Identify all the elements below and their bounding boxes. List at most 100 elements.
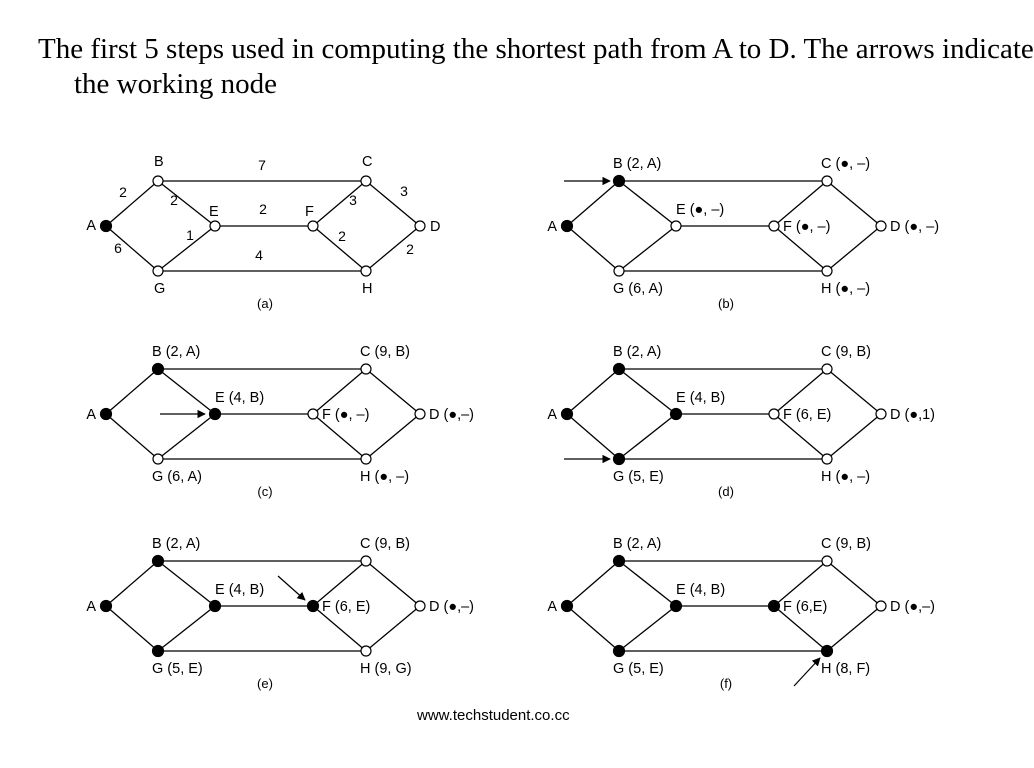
node-A: [560, 407, 574, 421]
panel-b: AB (2, A)C (●, –)D (●, –)E (●, –)F (●, –…: [547, 156, 939, 311]
panel-caption: (b): [718, 296, 734, 311]
node-label-G: G (5, E): [152, 661, 203, 677]
node-A: [560, 599, 574, 613]
node-label-C: C (9, B): [821, 536, 871, 552]
node-label-C: C: [362, 154, 372, 170]
working-node-arrow: [793, 657, 821, 687]
edge-weight-H-D: 2: [406, 241, 414, 257]
edge-G-E: [618, 413, 677, 460]
node-C: [821, 175, 833, 187]
node-F: [767, 599, 781, 613]
edge-weight-E-F: 2: [259, 201, 267, 217]
node-label-A: A: [86, 599, 96, 615]
panel-caption: (d): [718, 484, 734, 499]
node-label-D: D (●,–): [429, 599, 474, 615]
node-G: [152, 453, 164, 465]
node-label-H: H (8, F): [821, 661, 870, 677]
node-G: [612, 452, 626, 466]
edge-B-E: [157, 368, 216, 415]
node-B: [612, 554, 626, 568]
edge-C-D: [365, 560, 421, 607]
node-label-H: H (●, –): [821, 281, 870, 297]
edge-F-H: [312, 225, 367, 272]
node-label-H: H (●, –): [821, 469, 870, 485]
edge-A-G: [566, 413, 620, 460]
node-F: [307, 408, 319, 420]
node-D: [875, 220, 887, 232]
node-label-C: C (9, B): [360, 536, 410, 552]
node-label-B: B: [154, 154, 164, 170]
node-C: [821, 555, 833, 567]
node-E: [208, 599, 222, 613]
edge-C-D: [826, 368, 882, 415]
node-F: [307, 220, 319, 232]
edge-G-E: [157, 225, 216, 272]
node-label-E: E (4, B): [215, 582, 264, 598]
node-label-H: H (9, G): [360, 661, 412, 677]
edge-weight-F-H: 2: [338, 228, 346, 244]
node-F: [768, 408, 780, 420]
edge-A-G: [105, 413, 159, 460]
node-label-G: G (6, A): [613, 281, 663, 297]
node-D: [414, 408, 426, 420]
edge-F-H: [312, 413, 367, 460]
panel-c: AB (2, A)C (9, B)D (●,–)E (4, B)F (●, –)…: [86, 344, 474, 499]
edge-weight-C-F: 3: [349, 192, 357, 208]
node-E: [208, 407, 222, 421]
node-label-D: D (●,–): [890, 599, 935, 615]
node-F: [768, 220, 780, 232]
node-E: [670, 220, 682, 232]
edge-H-D: [365, 413, 421, 460]
edge-weight-C-D: 3: [400, 183, 408, 199]
node-label-F: F: [305, 204, 314, 220]
node-label-F: F (6, E): [783, 407, 831, 423]
node-D: [414, 600, 426, 612]
node-label-B: B (2, A): [152, 344, 200, 360]
edge-A-G: [566, 225, 620, 272]
edge-F-H: [773, 605, 828, 652]
edge-A-B: [105, 180, 159, 227]
node-F: [306, 599, 320, 613]
node-H: [821, 453, 833, 465]
node-G: [152, 265, 164, 277]
node-label-B: B (2, A): [152, 536, 200, 552]
node-label-D: D: [430, 219, 440, 235]
node-label-B: B (2, A): [613, 344, 661, 360]
node-H: [821, 265, 833, 277]
edge-H-D: [365, 605, 421, 652]
node-label-G: G (5, E): [613, 661, 664, 677]
edge-G-E: [618, 605, 677, 652]
working-node-arrow: [277, 575, 306, 601]
panel-e: A B (2, A) C (9, B) D (●,–) E (4, B) F (6, E)…: [86, 536, 474, 691]
node-label-E: E (4, B): [676, 390, 725, 406]
edge-H-D: [826, 605, 882, 652]
node-label-A: A: [547, 407, 557, 423]
node-C: [360, 363, 372, 375]
edge-H-D: [365, 225, 421, 272]
edge-A-G: [566, 605, 620, 652]
edge-C-F: [312, 560, 367, 607]
node-label-C: C (9, B): [360, 344, 410, 360]
node-label-F: F (6, E): [322, 599, 370, 615]
panel-caption: (f): [720, 676, 732, 691]
edge-weight-B-E: 2: [170, 192, 178, 208]
node-H: [360, 645, 372, 657]
node-B: [151, 362, 165, 376]
node-label-D: D (●, –): [890, 219, 939, 235]
edge-A-G: [105, 225, 159, 272]
panel-f: AB (2, A)C (9, B)D (●,–)E (4, B)F (6,E)G…: [547, 536, 935, 691]
node-H: [820, 644, 834, 658]
edge-A-B: [566, 560, 620, 607]
edge-H-D: [826, 413, 882, 460]
slide-title: The first 5 steps used in computing the …: [38, 33, 1034, 100]
edge-C-F: [773, 368, 828, 415]
node-label-A: A: [86, 407, 96, 423]
node-E: [669, 599, 683, 613]
edge-H-D: [826, 225, 882, 272]
edge-weight-B-C: 7: [258, 157, 266, 173]
node-label-F: F (●, –): [322, 407, 369, 423]
edge-G-E: [618, 225, 677, 272]
edge-C-F: [312, 368, 367, 415]
